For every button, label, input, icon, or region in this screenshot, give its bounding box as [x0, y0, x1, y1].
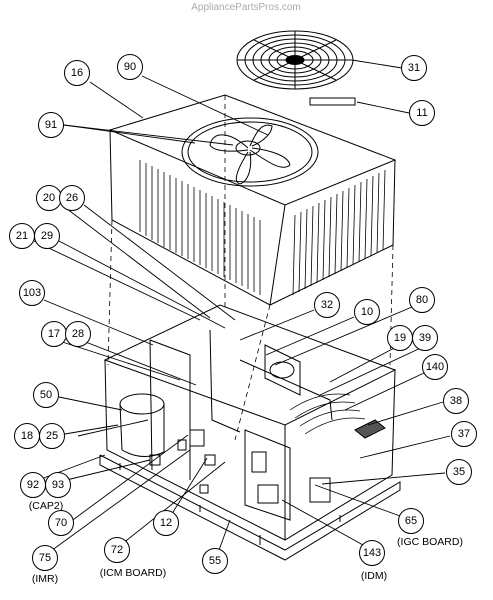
part-callout-28: 28 — [65, 321, 91, 347]
part-callout-70: 70 — [48, 510, 74, 536]
part-callout-39: 39 — [412, 325, 438, 351]
part-sublabel-idm: (IDM) — [360, 570, 388, 582]
part-callout-65: 65 — [398, 508, 424, 534]
part-callout-140: 140 — [422, 354, 448, 380]
part-callout-20: 20 — [36, 185, 62, 211]
part-callout-143: 143 — [359, 540, 385, 566]
part-callout-18: 18 — [14, 423, 40, 449]
part-sublabel-cap2: (CAP2) — [28, 500, 64, 512]
guard-standoff — [309, 97, 356, 106]
part-callout-26: 26 — [59, 185, 85, 211]
part-callout-19: 19 — [387, 325, 413, 351]
part-callout-29: 29 — [34, 223, 60, 249]
part-callout-80: 80 — [409, 287, 435, 313]
watermark: AppliancePartsPros.com — [191, 2, 301, 13]
part-callout-103: 103 — [19, 280, 45, 306]
part-callout-11: 11 — [409, 100, 435, 126]
part-callout-72: 72 — [104, 537, 130, 563]
part-sublabel-icm: (ICM BOARD) — [99, 567, 167, 579]
part-callout-12: 12 — [153, 510, 179, 536]
part-callout-55: 55 — [202, 548, 228, 574]
base-cabinet — [99, 304, 401, 561]
part-callout-93: 93 — [45, 472, 71, 498]
part-callout-10: 10 — [354, 299, 380, 325]
part-callout-35: 35 — [446, 459, 472, 485]
top-cover-assembly — [108, 94, 397, 306]
part-callout-17: 17 — [41, 321, 67, 347]
part-callout-50: 50 — [33, 382, 59, 408]
part-callout-75: 75 — [32, 545, 58, 571]
part-callout-25: 25 — [39, 423, 65, 449]
part-callout-31: 31 — [401, 55, 427, 81]
part-callout-21: 21 — [9, 223, 35, 249]
part-callout-32: 32 — [314, 292, 340, 318]
fan-guard-grille — [236, 30, 354, 90]
part-sublabel-imr: (IMR) — [31, 573, 59, 585]
part-sublabel-igc: (IGC BOARD) — [397, 536, 463, 548]
part-callout-16: 16 — [64, 60, 90, 86]
part-callout-37: 37 — [451, 421, 477, 447]
part-callout-38: 38 — [443, 388, 469, 414]
part-callout-90: 90 — [117, 54, 143, 80]
part-callout-91: 91 — [38, 112, 64, 138]
leader-lines — [32, 59, 451, 562]
part-callout-92: 92 — [20, 472, 46, 498]
